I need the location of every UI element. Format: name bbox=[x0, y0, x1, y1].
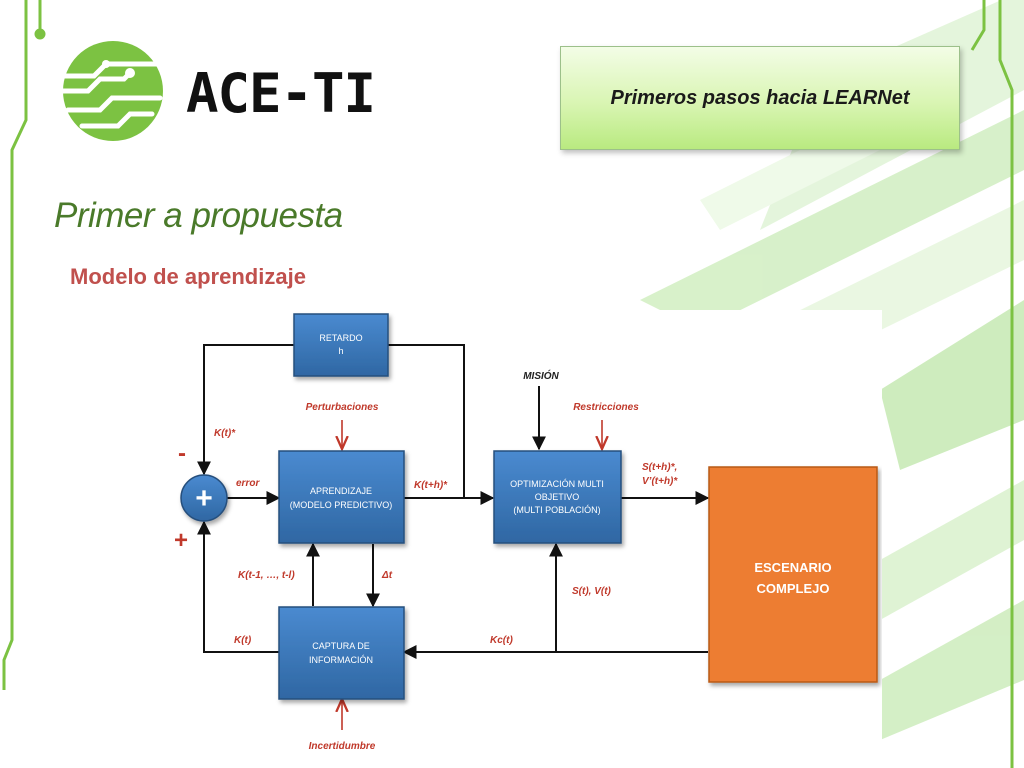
presentation-title: Primeros pasos hacia LEARNet bbox=[610, 86, 910, 109]
brand-name: ACE-TI bbox=[186, 62, 376, 125]
retardo-feedback-line bbox=[197, 344, 294, 476]
presentation-title-box: Primeros pasos hacia LEARNet bbox=[560, 46, 960, 150]
sum-plus-sign: + bbox=[174, 527, 188, 554]
kth-to-retardo-line bbox=[388, 344, 465, 497]
sum-minus-sign: - bbox=[178, 440, 186, 467]
label-vth-star: V’(t+h)* bbox=[642, 476, 678, 487]
connector-lines bbox=[197, 344, 710, 659]
captura-block: CAPTURA DE INFORMACIÓN bbox=[278, 606, 405, 700]
captura-label-line-2: INFORMACIÓN bbox=[309, 655, 373, 665]
right-circuit-line bbox=[970, 0, 1014, 768]
label-mision: MISIÓN bbox=[523, 369, 559, 382]
circuit-globe-icon bbox=[60, 41, 166, 141]
escenario-label-line-2: COMPLEJO bbox=[757, 581, 830, 596]
slide-title: Primer a propuesta bbox=[54, 196, 343, 235]
label-perturbaciones: Perturbaciones bbox=[306, 402, 379, 413]
label-incertidumbre: Incertidumbre bbox=[309, 741, 376, 752]
retardo-block: RETARDO h bbox=[293, 313, 389, 377]
label-kth-star: K(t+h)* bbox=[414, 480, 448, 491]
left-circuit-line bbox=[2, 0, 46, 690]
escenario-block: ESCENARIO COMPLEJO bbox=[708, 466, 878, 683]
kt-to-sum-line bbox=[197, 520, 279, 653]
label-sth-star: S(t+h)*, bbox=[642, 462, 677, 473]
captura-label-line-1: CAPTURA DE bbox=[312, 641, 370, 651]
label-kt-star: K(t)* bbox=[214, 428, 236, 439]
optimizacion-label-line-1: OPTIMIZACIÓN MULTI bbox=[510, 479, 604, 489]
sum-symbol: + bbox=[195, 482, 213, 515]
aprendizaje-label-line-2: (MODELO PREDICTIVO) bbox=[290, 500, 393, 510]
label-error: error bbox=[236, 478, 260, 489]
aprendizaje-block: APRENDIZAJE (MODELO PREDICTIVO) bbox=[278, 450, 405, 544]
aprendizaje-label-line-1: APRENDIZAJE bbox=[310, 486, 372, 496]
optimizacion-label-line-2: OBJETIVO bbox=[535, 492, 580, 502]
retardo-label-line-1: RETARDO bbox=[319, 333, 362, 343]
slide-subtitle: Modelo de aprendizaje bbox=[70, 264, 306, 289]
label-st-vt: S(t), V(t) bbox=[572, 586, 612, 597]
optimizacion-block: OPTIMIZACIÓN MULTI OBJETIVO (MULTI POBLA… bbox=[493, 450, 622, 544]
learning-model-diagram: RETARDO h APRENDIZAJE (MODELO PREDICTIVO… bbox=[170, 310, 882, 762]
escenario-label-line-1: ESCENARIO bbox=[754, 560, 831, 575]
optimizacion-label-line-3: (MULTI POBLACIÓN) bbox=[513, 505, 600, 515]
label-restricciones: Restricciones bbox=[573, 402, 639, 413]
label-delta-t: Δt bbox=[381, 570, 393, 581]
label-kt: K(t) bbox=[234, 635, 252, 646]
disturbance-arrows bbox=[342, 420, 602, 730]
label-kt-range: K(t-1, …, t-l) bbox=[238, 570, 295, 581]
retardo-label-line-2: h bbox=[338, 346, 343, 356]
label-kct: Kc(t) bbox=[490, 635, 513, 646]
summing-junction: + bbox=[180, 474, 228, 522]
